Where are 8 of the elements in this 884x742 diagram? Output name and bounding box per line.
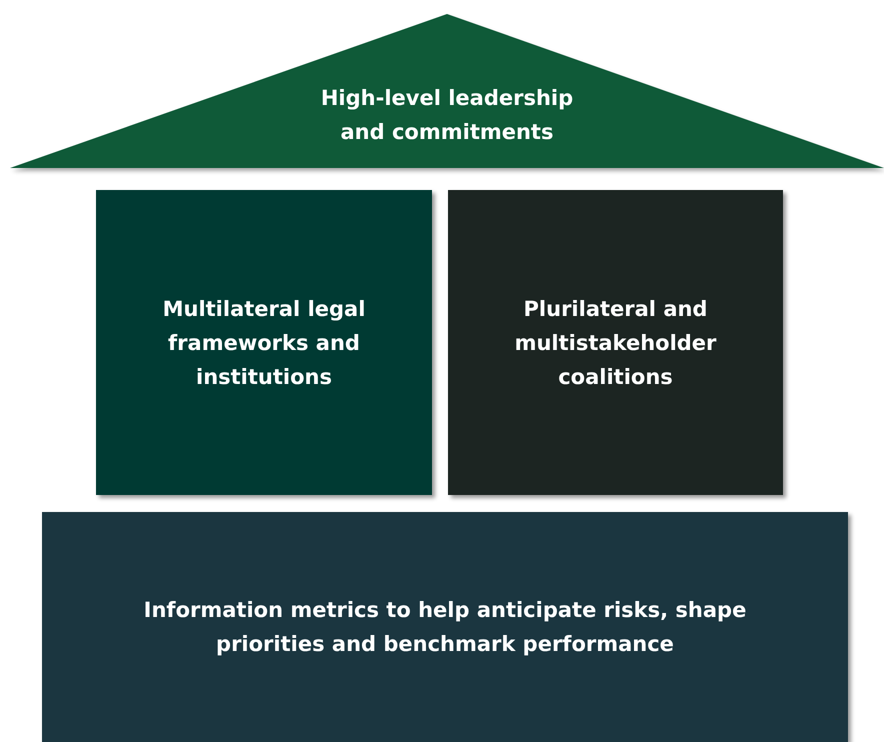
pillar-box: [96, 190, 432, 495]
box-label: Plurilateral and multistakeholder coalitions: [514, 296, 718, 390]
foundation-box: [42, 512, 848, 742]
box-label: High-level leadership and commitments: [320, 85, 574, 146]
roof-shape: [10, 14, 884, 168]
box-label: Multilateral legal frameworks and institutions: [162, 296, 366, 390]
box-label: Information metrics to help anticipate risks, shape priorities and benchmark performance: [142, 597, 748, 658]
pillar-box: [448, 190, 783, 495]
